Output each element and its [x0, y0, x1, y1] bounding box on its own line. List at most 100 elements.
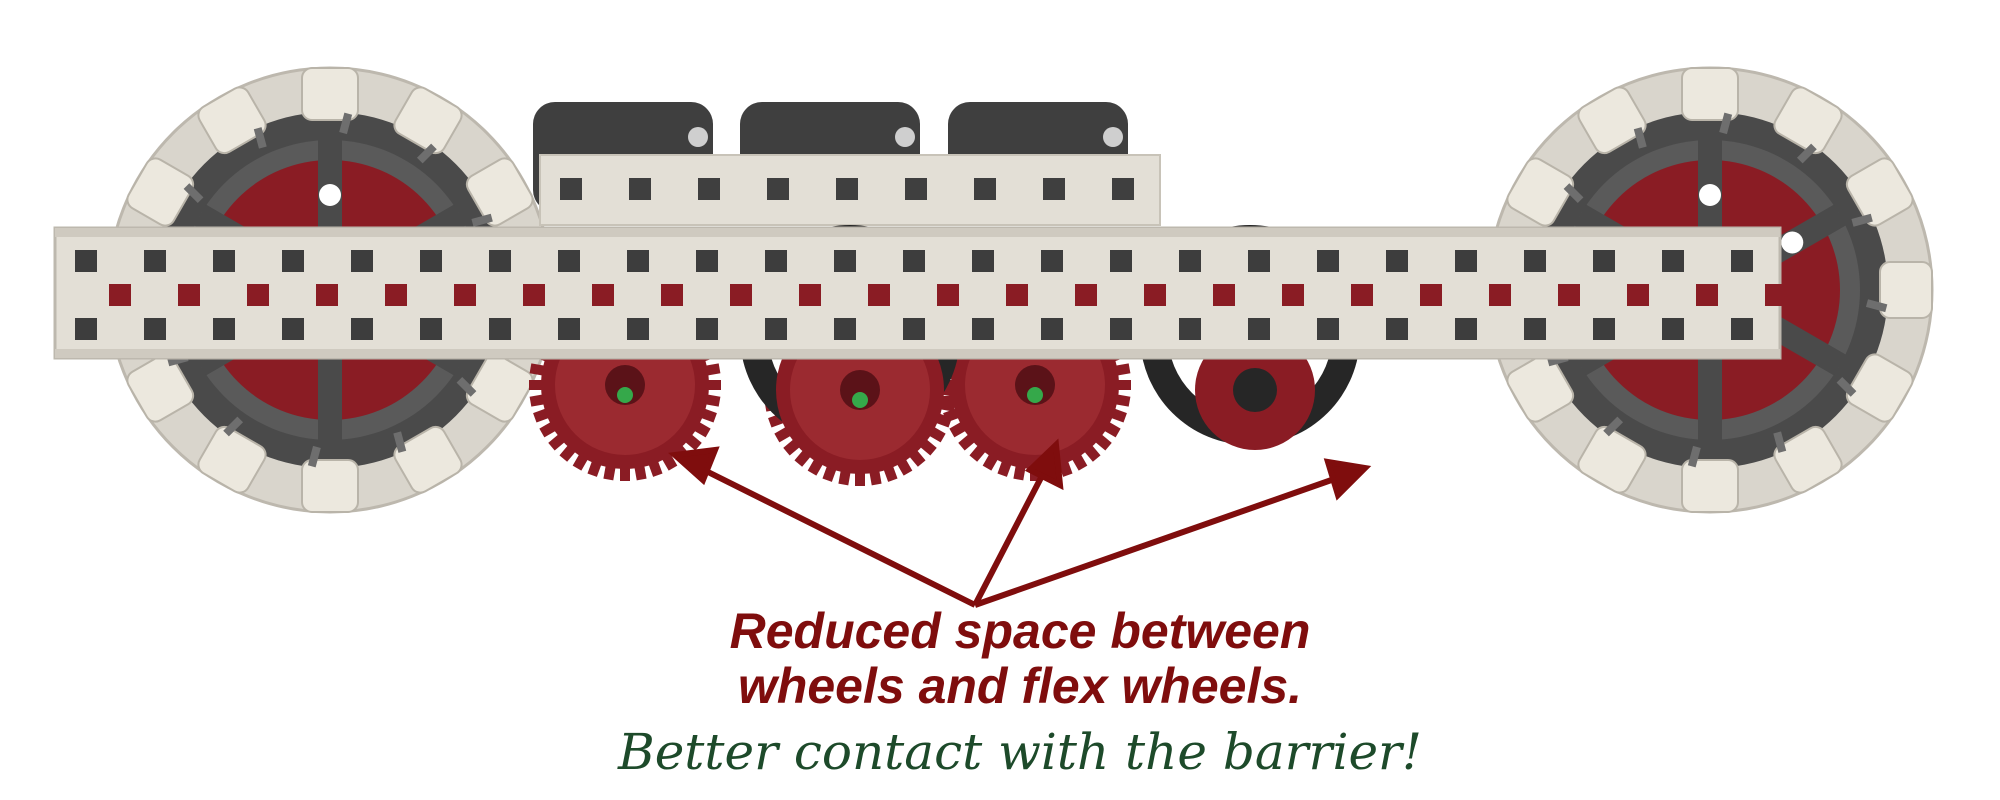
rail-hole [489, 250, 511, 272]
rail-hole [247, 284, 269, 306]
rail-hole [316, 284, 338, 306]
gear-tooth [587, 458, 603, 477]
gear-tooth [691, 420, 711, 438]
wheel-hole [319, 184, 341, 206]
gear-tooth [698, 407, 717, 423]
roller-axle [1633, 127, 1647, 149]
rail-hole [558, 318, 580, 340]
roller-axle [307, 445, 321, 468]
omni-roller [1845, 157, 1914, 227]
rail-hole [213, 318, 235, 340]
roller-axle [1851, 213, 1873, 227]
roller-axle [1603, 416, 1624, 437]
gear-tooth [539, 420, 559, 438]
omni-roller [301, 459, 359, 513]
rail-hole [1558, 284, 1580, 306]
gear-tooth [702, 393, 721, 407]
gear-4 [1195, 330, 1315, 450]
rail-hole [765, 250, 787, 272]
omni-roller [1577, 425, 1647, 494]
rail-hole [1179, 318, 1201, 340]
rail-hole [765, 318, 787, 340]
roller-axle [471, 213, 493, 227]
roller-axle [339, 112, 353, 135]
rail-hole [385, 284, 407, 306]
gear-tooth [620, 465, 630, 481]
rail-hole [903, 250, 925, 272]
gear-tooth [559, 443, 578, 462]
omni-roller [126, 353, 195, 423]
rail-hole [489, 318, 511, 340]
rail-hole [592, 284, 614, 306]
omni-roller [393, 86, 463, 155]
gear-tooth [702, 363, 721, 377]
channel-hole [629, 178, 651, 200]
rail-hole [1662, 318, 1684, 340]
upper-channel-holes [560, 178, 1134, 200]
rail-hole [1731, 250, 1753, 272]
rail-hole [1006, 284, 1028, 306]
omni-roller [465, 157, 534, 227]
caption-secondary: Better contact with the barrier! [617, 723, 1423, 781]
omni-roller [1506, 157, 1575, 227]
rail-hole [627, 318, 649, 340]
rail-hole [454, 284, 476, 306]
rail-hole [1317, 318, 1339, 340]
rail-hole [420, 250, 442, 272]
gear-tooth [1112, 363, 1131, 377]
roller-axle [1719, 112, 1733, 135]
rail-hole [972, 250, 994, 272]
gear-tooth [958, 432, 977, 451]
wheel-hole [1699, 184, 1721, 206]
caption-line-2: wheels and flex wheels. [737, 658, 1303, 714]
omni-roller [301, 67, 359, 121]
gear-tooth [1070, 451, 1088, 471]
channel-hole [1043, 178, 1065, 200]
gear-tooth [969, 443, 988, 462]
gear-tooth [660, 451, 678, 471]
rail-hole [1075, 284, 1097, 306]
omni-roller [1845, 353, 1914, 423]
rail-hole [213, 250, 235, 272]
gear-tooth [603, 462, 617, 481]
roller-axle [1796, 143, 1817, 164]
rail-hole [1731, 318, 1753, 340]
rail-hole [1489, 284, 1511, 306]
gear-tooth [529, 393, 548, 407]
omni-roller [1879, 261, 1933, 319]
rail-hole [75, 318, 97, 340]
gear-tooth [683, 432, 702, 451]
rail-hole [420, 318, 442, 340]
rail-hole [351, 250, 373, 272]
gear-tooth [529, 380, 545, 390]
rail-hole [282, 318, 304, 340]
rail-hole [834, 318, 856, 340]
roller-axle [416, 143, 437, 164]
channel-hole [560, 178, 582, 200]
gear-tooth [855, 470, 865, 486]
rail-hole [696, 250, 718, 272]
rail-hole [144, 318, 166, 340]
rail-hole [627, 250, 649, 272]
omni-roller [465, 353, 534, 423]
rail-hole [868, 284, 890, 306]
roller-axle [1836, 376, 1857, 397]
omni-roller [1506, 353, 1575, 423]
gear-tooth [548, 432, 567, 451]
rail-hole [1593, 318, 1615, 340]
rail-hole [903, 318, 925, 340]
gear-tooth [705, 380, 721, 390]
gear-tooth [533, 407, 552, 423]
caption-line-1: Reduced space between [729, 603, 1311, 659]
roller-axle [1773, 431, 1787, 453]
gear-tooth [949, 420, 969, 438]
rail-hole [1110, 250, 1132, 272]
omni-roller [1681, 459, 1739, 513]
omni-roller [1681, 67, 1739, 121]
rail-hole [109, 284, 131, 306]
rail-hole [1420, 284, 1442, 306]
rail-hole [937, 284, 959, 306]
roller-axle [253, 127, 267, 149]
gear-tooth [633, 462, 647, 481]
arrow-middle [972, 468, 1048, 607]
